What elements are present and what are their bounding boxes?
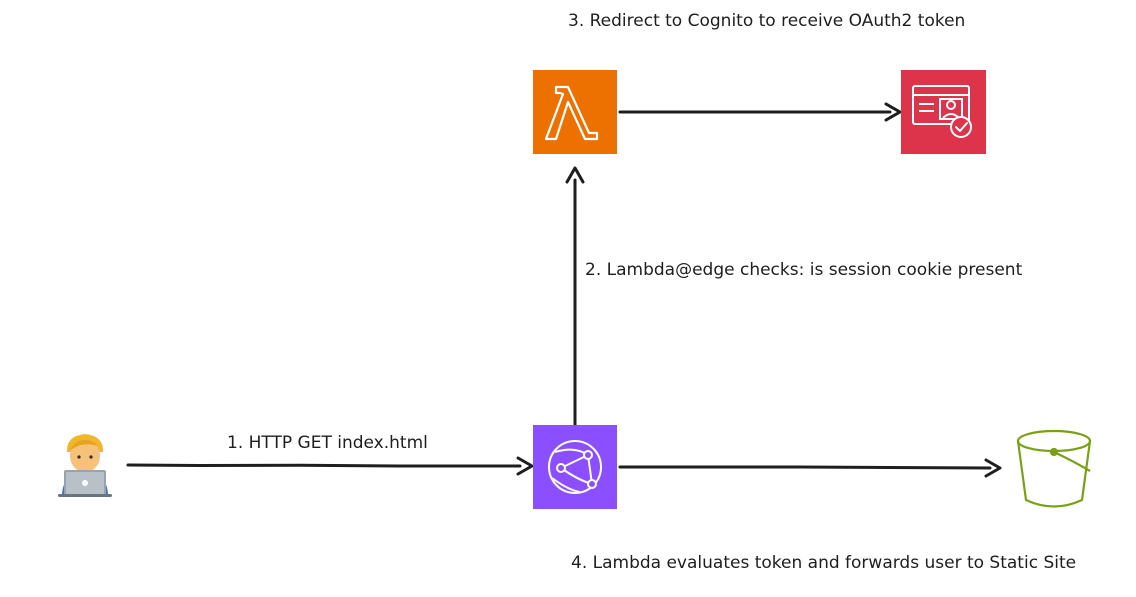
lambda-icon <box>533 70 617 154</box>
step-3-label: 3. Redirect to Cognito to receive OAuth2… <box>568 11 966 31</box>
step-2-label: 2. Lambda@edge checks: is session cookie… <box>585 260 1023 280</box>
arrow-cloudfront-to-s3 <box>618 465 992 470</box>
step-4-label: 4. Lambda evaluates token and forwards u… <box>571 553 1077 573</box>
s3-bucket-icon <box>1016 429 1092 508</box>
step-1-label: 1. HTTP GET index.html <box>227 433 428 453</box>
arrow-user-to-cloudfront <box>126 463 522 468</box>
user-at-laptop-icon <box>58 434 112 497</box>
cloudfront-icon <box>533 425 617 509</box>
cognito-icon <box>901 70 986 154</box>
connector-arrows <box>126 102 1002 478</box>
